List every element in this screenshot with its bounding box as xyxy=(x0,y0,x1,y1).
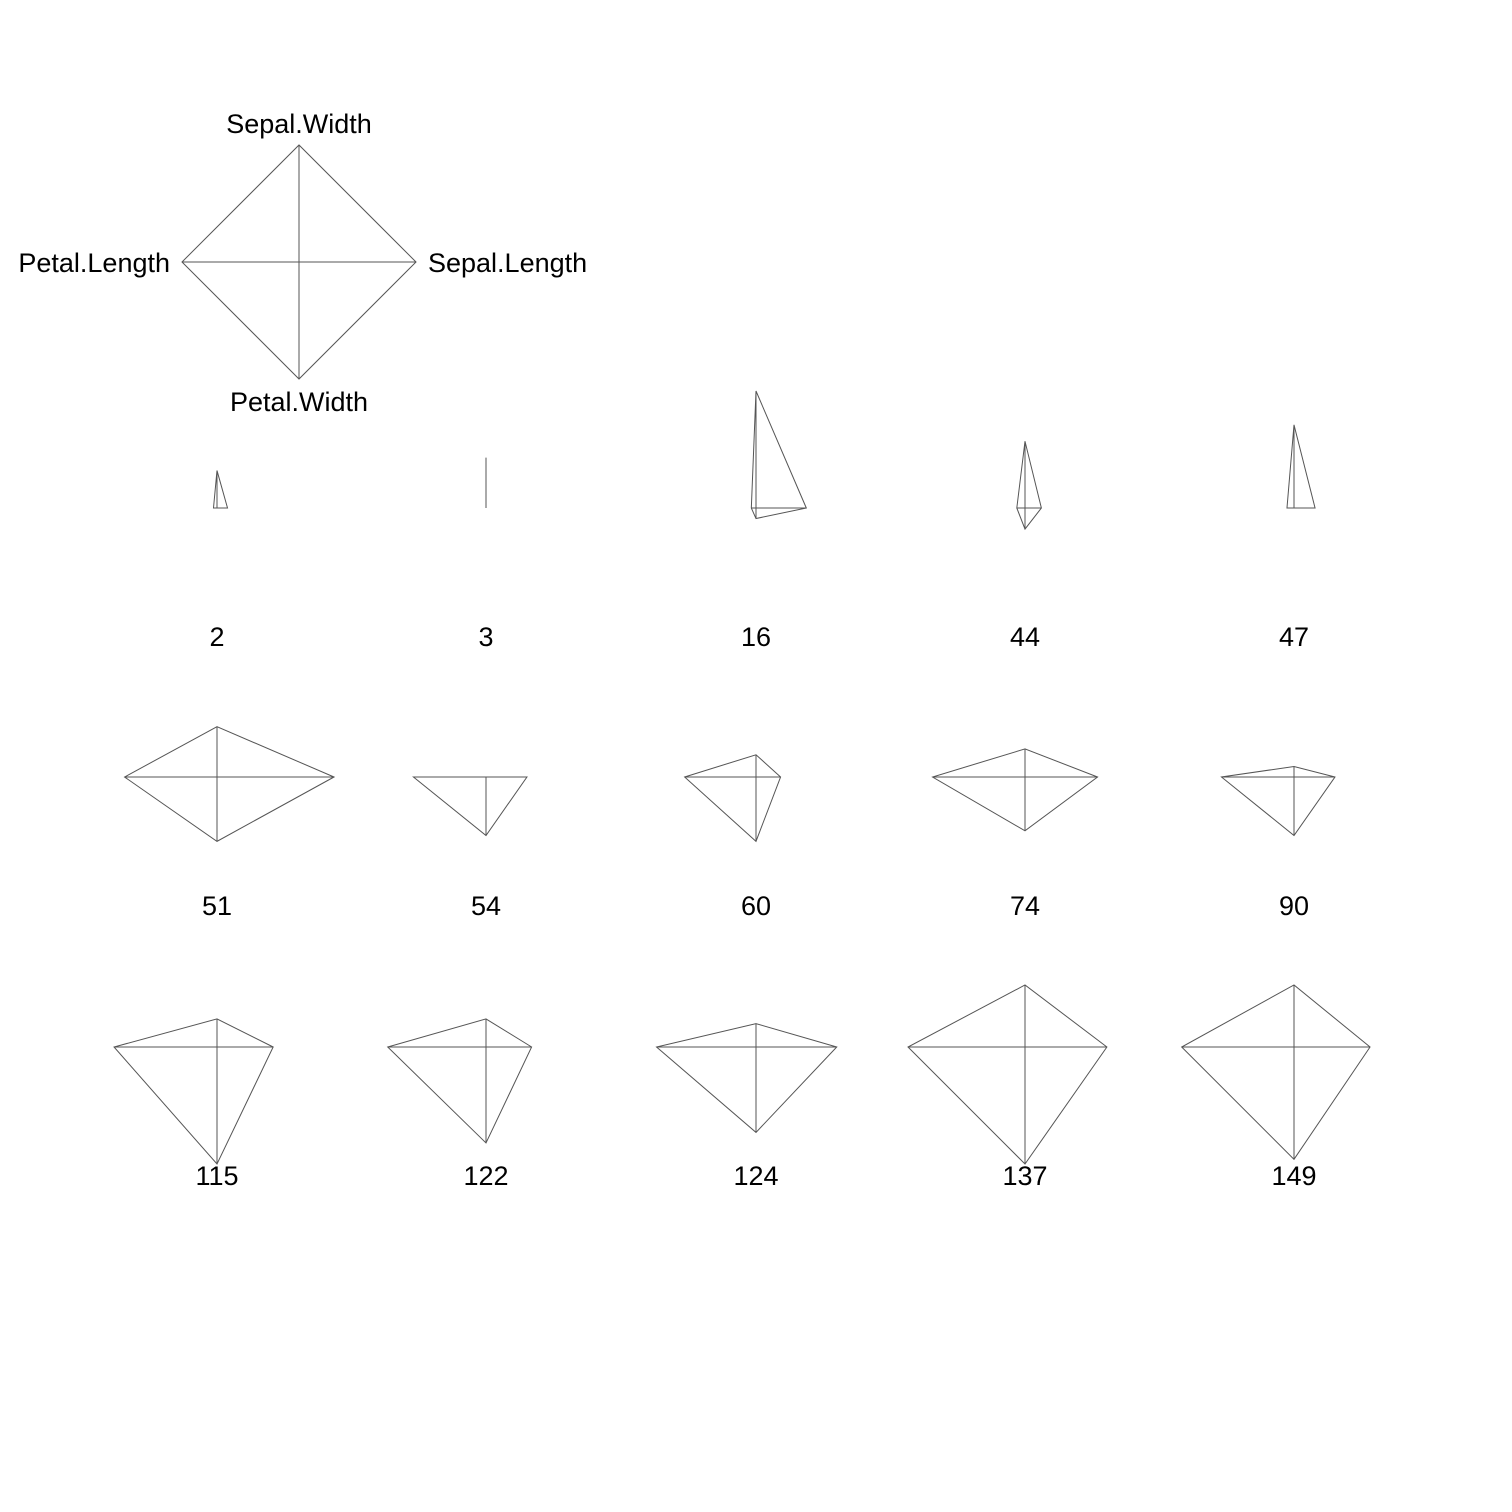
star-outline xyxy=(750,390,808,520)
star-outline xyxy=(212,470,229,509)
star-label: 124 xyxy=(733,1161,778,1191)
star-44 xyxy=(1016,441,1042,531)
star-outline xyxy=(931,748,1099,832)
star-16 xyxy=(750,390,808,520)
star-outline xyxy=(907,984,1108,1165)
star-outline xyxy=(683,754,782,843)
star-74 xyxy=(931,748,1099,832)
star-47 xyxy=(1286,424,1316,509)
star-outline xyxy=(655,1023,838,1134)
star-label: 115 xyxy=(195,1161,238,1191)
star-90 xyxy=(1220,765,1336,837)
star-label: 16 xyxy=(741,622,771,652)
star-124 xyxy=(655,1023,838,1134)
star-2 xyxy=(212,470,229,509)
star-label: 2 xyxy=(209,622,224,652)
star-label: 60 xyxy=(741,891,771,921)
star-outline xyxy=(113,1018,274,1165)
star-outline xyxy=(1220,765,1336,837)
star-outline xyxy=(181,144,417,380)
star-label: 122 xyxy=(463,1161,508,1191)
star-122 xyxy=(386,1018,533,1144)
key-label: Petal.Length xyxy=(18,248,170,278)
star-label: 51 xyxy=(202,891,232,921)
key-label: Sepal.Length xyxy=(428,248,587,278)
star-label: 3 xyxy=(478,622,493,652)
star-115 xyxy=(113,1018,274,1165)
star-outline xyxy=(386,1018,533,1144)
star-label: 137 xyxy=(1002,1161,1047,1191)
star-outline xyxy=(1016,441,1042,531)
key-star-shape xyxy=(181,144,417,380)
star-outline xyxy=(1286,424,1316,509)
key-label: Petal.Width xyxy=(230,387,368,417)
star-label: 74 xyxy=(1010,891,1040,921)
star-137 xyxy=(907,984,1108,1165)
star-label: 47 xyxy=(1279,622,1309,652)
star-outline xyxy=(412,776,528,837)
star-label: 149 xyxy=(1271,1161,1316,1191)
star-label: 44 xyxy=(1010,622,1040,652)
star-label: 54 xyxy=(471,891,501,921)
star-54 xyxy=(412,776,528,837)
star-149 xyxy=(1180,984,1371,1161)
stars-grid: 2 3 16 44 47 51 54 60 74 90 115 122 124 137 149 xyxy=(113,390,1371,1191)
star-outline xyxy=(123,726,336,842)
key-label: Sepal.Width xyxy=(226,109,372,139)
star-60 xyxy=(683,754,782,843)
key-star: Sepal.Length Sepal.WidthPetal.LengthPetal… xyxy=(18,109,587,417)
star-outline xyxy=(1180,984,1371,1161)
star-label: 90 xyxy=(1279,891,1309,921)
star-51 xyxy=(123,726,336,842)
